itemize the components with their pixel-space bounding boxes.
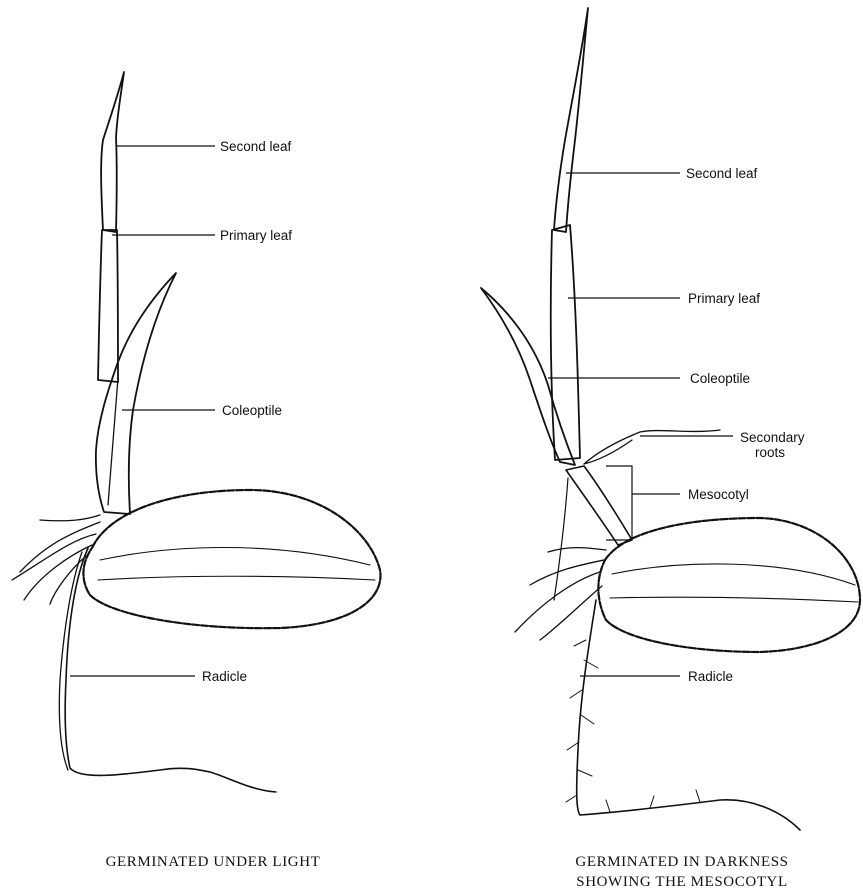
label-radicle-left: Radicle [202, 669, 247, 684]
label-primary-leaf-right: Primary leaf [688, 291, 760, 306]
label-coleoptile-left: Coleoptile [222, 403, 282, 418]
primary-leaf-shape-dark [551, 225, 580, 460]
caption-right-line1: GERMINATED IN DARKNESS [575, 854, 788, 870]
seed-shape-dark [598, 518, 860, 652]
right-leaders [548, 173, 733, 676]
caption-right-line2: SHOWING THE MESOCOTYL [576, 874, 787, 890]
label-mesocotyl: Mesocotyl [688, 487, 749, 502]
label-coleoptile-right: Coleoptile [690, 371, 750, 386]
label-radicle-right: Radicle [688, 669, 733, 684]
label-primary-leaf-left: Primary leaf [220, 228, 292, 243]
seedling-dark-drawing [481, 8, 860, 830]
coleoptile-shape-dark [481, 288, 575, 465]
second-leaf-shape [101, 72, 124, 232]
primary-leaf-shape [98, 230, 118, 382]
radicle-shape-dark [577, 600, 800, 830]
label-secondary-roots-line1: Secondary [740, 430, 805, 445]
seed-shape [83, 490, 380, 628]
seedling-light-drawing [12, 72, 380, 792]
label-second-leaf-right: Second leaf [686, 166, 758, 181]
mesocotyl-shape [566, 466, 632, 545]
label-second-leaf-left: Second leaf [220, 139, 292, 154]
second-leaf-shape-dark [554, 8, 588, 232]
caption-left: GERMINATED UNDER LIGHT [106, 854, 321, 870]
coleoptile-shape [96, 273, 176, 514]
label-secondary-roots-line2: roots [755, 445, 785, 460]
